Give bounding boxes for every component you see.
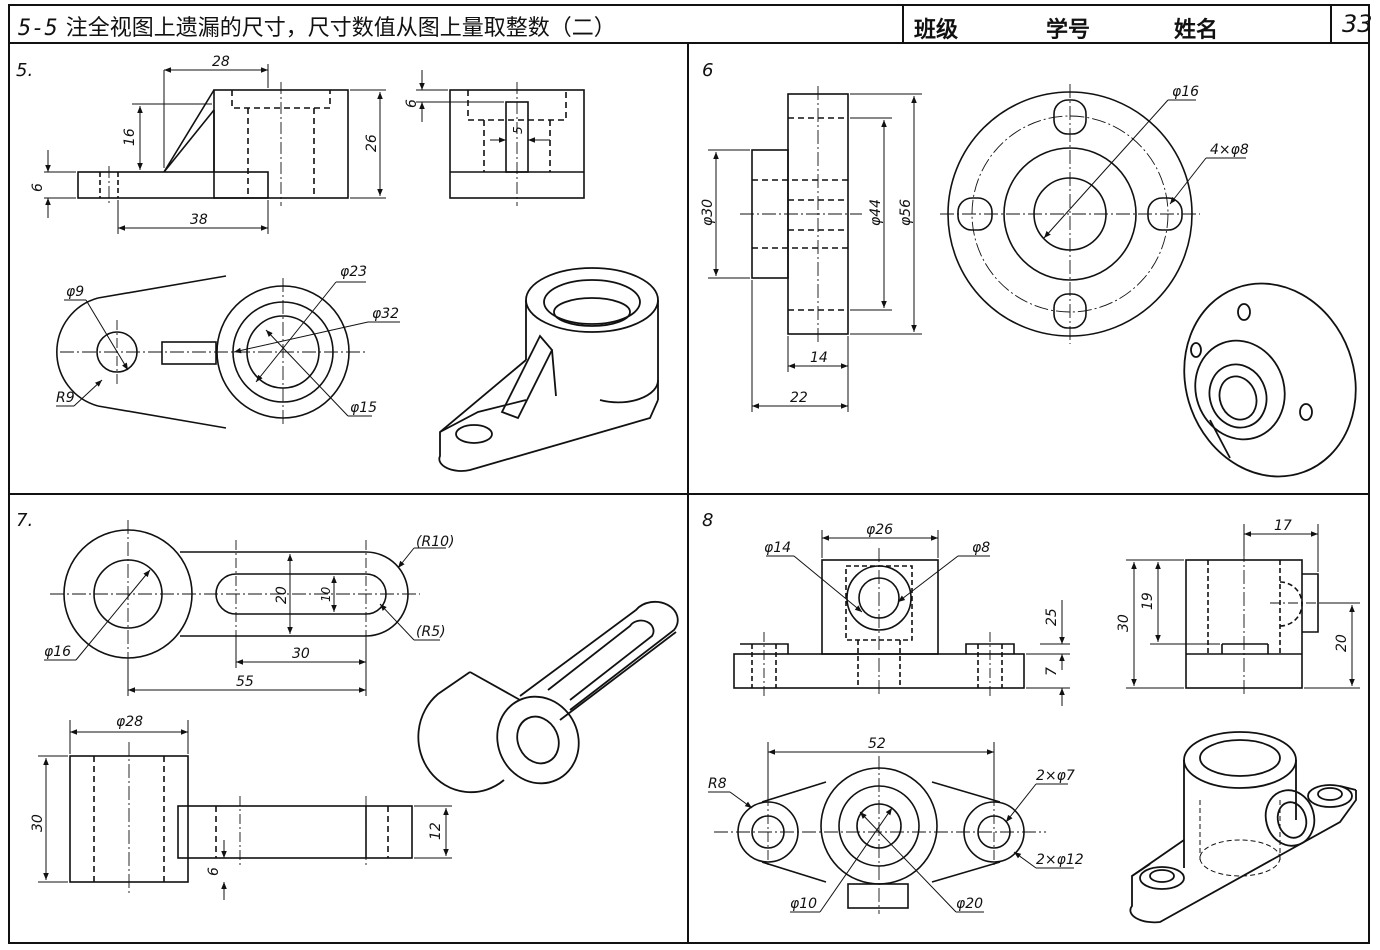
dim-5: 5: [511, 126, 525, 134]
side-view: [1185, 548, 1330, 696]
dim-r8: R8: [708, 776, 727, 792]
name-label: 姓名: [1174, 18, 1219, 43]
top-view-dimensions: [708, 742, 1074, 913]
front-view-dimensions: [38, 720, 452, 900]
side-view-dimensions: [416, 70, 550, 143]
front-circular-dimensions: [1043, 99, 1246, 239]
dim-d20: φ20: [956, 896, 983, 912]
dim-28: 28: [212, 54, 230, 70]
exercise-instruction: 注全视图上遗漏的尺寸，尺寸数值从图上量取整数（二）: [65, 16, 616, 41]
dim-d8: φ8: [972, 540, 990, 556]
dim-d26: φ26: [866, 522, 893, 538]
problem-label: 7.: [16, 510, 33, 531]
dim-d30: φ30: [700, 199, 716, 226]
side-view: [449, 82, 585, 206]
side-section-dimensions: [708, 93, 922, 412]
dim-52: 52: [868, 736, 886, 752]
dim-7: 7: [1044, 667, 1060, 676]
dim-17: 17: [1274, 518, 1292, 534]
isometric-view: [1183, 282, 1357, 478]
isometric-view: [1129, 731, 1357, 924]
title-block: 5-5 注全视图上遗漏的尺寸，尺寸数值从图上量取整数（二） 班级 学号 姓名 33: [8, 4, 1373, 44]
dim-d32: φ32: [372, 306, 399, 322]
dim-38: 38: [190, 212, 208, 228]
dim-12: 12: [428, 822, 444, 840]
dim-d16: φ16: [1172, 84, 1199, 100]
dim-r10: (R10): [416, 534, 454, 550]
dim-10: 10: [319, 586, 333, 602]
problem-8: 8: [702, 510, 1360, 924]
exercise-title: 5-5 注全视图上遗漏的尺寸，尺寸数值从图上量取整数（二）: [18, 10, 616, 42]
exercise-number: 5-5: [18, 16, 58, 41]
dim-6-slot: 6: [404, 99, 420, 108]
dim-d16: φ16: [44, 644, 71, 660]
side-view-dimensions: [1126, 524, 1360, 689]
dim-d9: φ9: [66, 284, 84, 300]
dim-r9: R9: [56, 390, 75, 406]
isometric-view: [438, 267, 659, 472]
problem-5: 5.: [16, 54, 659, 472]
dim-6: 6: [206, 867, 222, 876]
top-view-dimensions: [44, 547, 446, 696]
problem-7: 7.: [16, 510, 679, 900]
dim-20: 20: [1334, 634, 1350, 652]
dim-26: 26: [364, 134, 380, 152]
problem-label: 6: [702, 60, 713, 81]
dim-6: 6: [30, 183, 46, 192]
dim-4xd8: 4×φ8: [1210, 142, 1249, 158]
dim-22: 22: [790, 390, 808, 406]
dim-2xd12: 2×φ12: [1036, 852, 1084, 868]
front-view: [69, 742, 413, 896]
dim-r5: (R5): [416, 624, 446, 640]
isometric-view: [417, 600, 679, 794]
dim-25: 25: [1044, 608, 1060, 626]
dim-d23: φ23: [340, 264, 367, 280]
class-label: 班级: [914, 18, 959, 43]
top-view-dimensions: [56, 281, 400, 417]
dim-16: 16: [122, 128, 138, 146]
dim-d28: φ28: [116, 714, 143, 730]
dim-d15: φ15: [350, 400, 377, 416]
dim-30: 30: [292, 646, 310, 662]
dim-d10: φ10: [790, 896, 817, 912]
side-section-view: [740, 86, 862, 342]
page-number: 33: [1342, 10, 1373, 38]
problem-label: 5.: [16, 60, 33, 81]
front-circular-view: [940, 84, 1200, 344]
front-view-dimensions: [766, 530, 1070, 706]
page-divider: [1330, 4, 1332, 42]
problem-6: 6: [700, 60, 1357, 478]
dim-19: 19: [1140, 592, 1156, 610]
top-view: [50, 520, 420, 670]
dim-55: 55: [236, 674, 254, 690]
dim-d56: φ56: [898, 199, 914, 226]
title-divider: [902, 4, 904, 42]
dim-30-height: 30: [30, 814, 46, 832]
front-view: [733, 548, 1025, 696]
student-id-label: 学号: [1046, 18, 1091, 43]
dim-d14: φ14: [764, 540, 791, 556]
front-view-dimensions: [44, 64, 386, 234]
problem-label: 8: [702, 510, 713, 531]
top-view: [714, 756, 1046, 914]
dim-14: 14: [810, 350, 828, 366]
dim-20: 20: [274, 586, 290, 604]
dim-d44: φ44: [868, 199, 884, 226]
dim-30: 30: [1116, 614, 1132, 632]
top-view: [56, 275, 366, 429]
dim-2xd7: 2×φ7: [1036, 768, 1075, 784]
front-view: [77, 82, 349, 206]
